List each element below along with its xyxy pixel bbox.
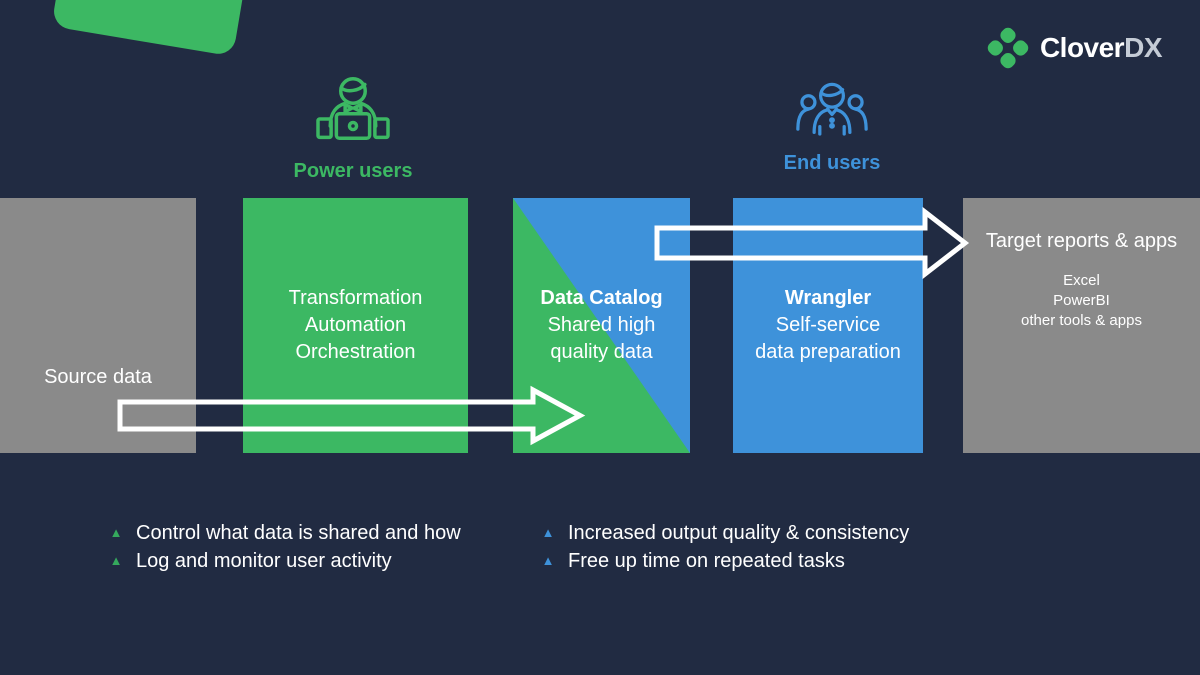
benefit-item: ▲ Log and monitor user activity bbox=[108, 547, 461, 575]
transformation-line: Transformation bbox=[288, 287, 423, 309]
logo-text-clover: Clover bbox=[1039, 32, 1125, 63]
benefit-item: ▲ Control what data is shared and how bbox=[108, 519, 461, 547]
logo-text-dx: DX bbox=[1124, 32, 1162, 63]
power-users-benefits: ▲ Control what data is shared and how ▲ … bbox=[108, 519, 461, 575]
target-tool-other: other tools & apps bbox=[1021, 312, 1142, 329]
source-data-box: Source data bbox=[0, 198, 196, 453]
logo-wordmark: CloverDX bbox=[1039, 32, 1163, 64]
wrangler-subtitle-line2: data preparation bbox=[755, 341, 901, 363]
benefit-item: ▲ Free up time on repeated tasks bbox=[540, 547, 909, 575]
catalog-subtitle-line2: quality data bbox=[550, 341, 653, 363]
cloverdx-logo: CloverDX bbox=[986, 26, 1162, 70]
end-users-benefits: ▲ Increased output quality & consistency… bbox=[540, 519, 910, 575]
data-catalog-title: Data Catalog bbox=[540, 287, 663, 309]
power-users-persona: Power users bbox=[277, 70, 429, 183]
target-tool-excel: Excel bbox=[1063, 272, 1100, 289]
end-users-persona: End users bbox=[757, 80, 907, 175]
target-tools-list: Excel PowerBI other tools & apps bbox=[1021, 271, 1142, 331]
clover-icon bbox=[987, 27, 1029, 69]
triangle-bullet-icon: ▲ bbox=[109, 553, 123, 568]
triangle-bullet-icon: ▲ bbox=[541, 553, 555, 568]
green-blob-decoration bbox=[51, 0, 249, 57]
triangle-bullet-icon: ▲ bbox=[109, 525, 123, 540]
benefit-text: Log and monitor user activity bbox=[136, 549, 392, 572]
wrangler-subtitle-line1: Self-service bbox=[775, 314, 881, 336]
benefit-item: ▲ Increased output quality & consistency bbox=[540, 519, 910, 547]
target-tool-powerbi: PowerBI bbox=[1053, 292, 1110, 309]
triangle-bullet-icon: ▲ bbox=[541, 525, 555, 540]
wrangler-title: Wrangler bbox=[784, 287, 872, 309]
orchestration-line: Orchestration bbox=[295, 341, 416, 363]
power-users-label: Power users bbox=[293, 160, 413, 182]
benefit-text: Increased output quality & consistency bbox=[568, 521, 910, 544]
data-catalog-box: Data Catalog Shared high quality data bbox=[513, 198, 690, 453]
source-data-label: Source data bbox=[44, 366, 152, 388]
benefit-text: Control what data is shared and how bbox=[136, 521, 461, 544]
power-user-laptop-icon bbox=[316, 77, 390, 140]
wrangler-box: Wrangler Self-service data preparation bbox=[733, 198, 923, 453]
automation-line: Automation bbox=[304, 314, 407, 336]
end-users-label: End users bbox=[783, 152, 881, 174]
transformation-box: Transformation Automation Orchestration bbox=[243, 198, 468, 453]
catalog-subtitle-line1: Shared high bbox=[547, 314, 656, 336]
end-users-group-icon bbox=[796, 82, 868, 136]
target-title: Target reports & apps bbox=[985, 230, 1178, 252]
benefit-text: Free up time on repeated tasks bbox=[568, 549, 845, 572]
target-reports-box: Target reports & apps Excel PowerBI othe… bbox=[963, 198, 1200, 453]
